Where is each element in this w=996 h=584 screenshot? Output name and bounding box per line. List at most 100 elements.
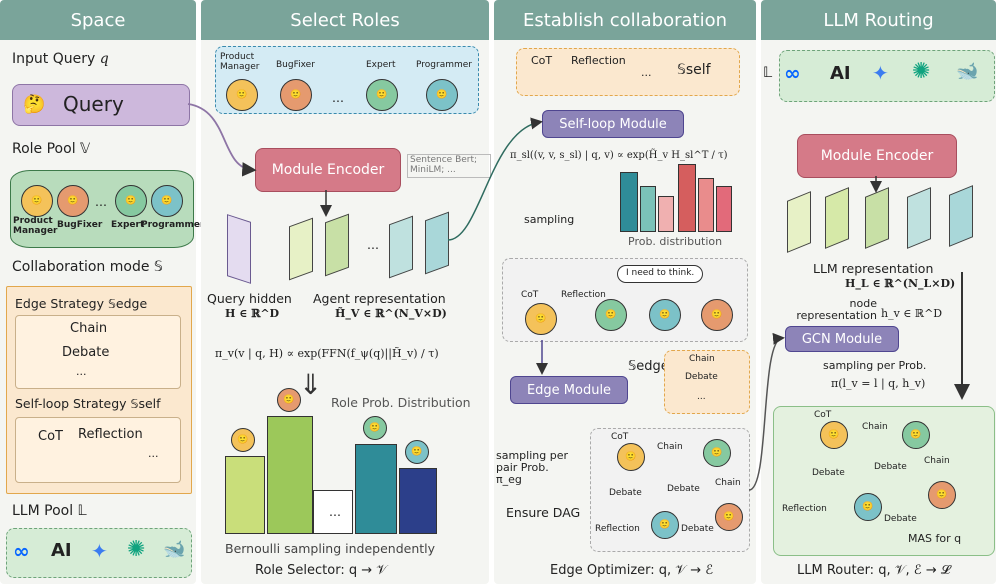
- role-pool-dots: ...: [95, 194, 107, 209]
- loop-avatar-4: 🙂: [701, 299, 733, 331]
- llm-rep-block-5: [949, 185, 973, 247]
- down-arrow-icon: ⇓: [299, 368, 323, 401]
- sel-role-bugfixer-avatar: 🙂: [280, 79, 312, 111]
- space-header: Space: [0, 0, 196, 40]
- dag-cot: CoT: [611, 432, 629, 442]
- bar-5: [399, 468, 437, 534]
- mas-chain-2: Chain: [924, 456, 950, 466]
- sel-role-pm-label: Product Manager: [220, 52, 260, 72]
- self-strategy-text: Self-loop Strategy: [15, 396, 127, 411]
- agent-rep-eq: H̃_V ∈ ℝ^(N_V×D): [335, 307, 447, 320]
- loop-reflection: Reflection: [561, 290, 606, 300]
- role-pool-text: Role Pool: [12, 141, 76, 157]
- thinking-emoji-icon: 🤔: [23, 94, 46, 115]
- mas-avatar-2: 🙂: [902, 421, 930, 449]
- self-strategy-symbol: 𝕊self: [130, 396, 161, 411]
- bernoulli-label: Bernoulli sampling independently: [225, 541, 436, 556]
- sl-bar-4: [678, 164, 696, 232]
- edge-module: Edge Module: [510, 376, 628, 404]
- collab-self-cot: CoT: [531, 54, 553, 67]
- dag-debate-1: Debate: [609, 488, 642, 498]
- self-strategy-label: Self-loop Strategy 𝕊self: [15, 397, 161, 411]
- edge-strategy-text: Edge Strategy: [15, 296, 104, 311]
- self-item-dots: ...: [148, 447, 159, 460]
- routing-header: LLM Routing: [761, 0, 996, 40]
- role-formula: π_v(v | q, H) ∝ exp(FFN(f_ψ(q)||H̃_v) / …: [215, 347, 439, 360]
- role-selector-label: Role Selector: q → 𝒱: [255, 563, 388, 578]
- gemini-logo-icon: ✦: [91, 539, 108, 563]
- sel-role-programmer-label: Programmer: [416, 60, 472, 70]
- llm-rep-block-2: [825, 187, 849, 249]
- sel-role-expert-label: Expert: [366, 60, 396, 70]
- edge-symbol: 𝕊edge: [628, 359, 669, 374]
- sl-bar-6: [716, 186, 732, 232]
- meta-logo-icon: ∞: [13, 539, 30, 563]
- routing-openai-icon: ✺: [912, 59, 931, 84]
- dag-avatar-4: 🙂: [715, 503, 743, 531]
- llm-pool-text: LLM Pool: [12, 503, 74, 519]
- loop-cot: CoT: [521, 290, 539, 300]
- node-rep-eq: h_v ∈ ℝ^D: [881, 307, 943, 320]
- sl-bar-5: [698, 178, 714, 232]
- gcn-module: GCN Module: [785, 326, 899, 352]
- edge-item-dots: ...: [76, 365, 87, 378]
- self-strategy-inner: CoT Reflection ...: [15, 417, 181, 483]
- collab-mode-box: Edge Strategy 𝕊edge Chain Debate ... Sel…: [6, 286, 192, 494]
- collab-mode-symbol: 𝕊: [153, 259, 163, 275]
- dag-debate-2: Debate: [667, 484, 700, 494]
- self-strategy-box: CoT Reflection ... 𝕊self: [516, 48, 740, 96]
- routing-anthropic-icon: AI: [830, 63, 851, 84]
- routing-l-symbol: 𝕃: [763, 65, 773, 81]
- edge-strategy-symbol: 𝕊edge: [107, 296, 148, 311]
- loop-avatar-3: 🙂: [649, 299, 681, 331]
- sampling-pair-label: sampling per pair Prob. π_eg: [496, 449, 569, 487]
- routing-gemini-icon: ✦: [872, 61, 889, 85]
- llm-pool-label: LLM Pool 𝕃: [12, 503, 87, 519]
- agent-rep-block-1: [289, 217, 313, 281]
- role-pool-symbol: 𝕍: [80, 141, 91, 157]
- agent-rep-label: Agent representation: [313, 291, 446, 306]
- mas-chain-1: Chain: [862, 422, 888, 432]
- node-rep-label: node representation: [796, 297, 877, 323]
- bar-avatar-4: 🙂: [363, 416, 387, 440]
- think-bubble: I need to think.: [617, 265, 704, 283]
- self-loop-module: Self-loop Module: [542, 110, 684, 138]
- space-panel: Space Input Query q 🤔 Query Role Pool 𝕍 …: [0, 0, 204, 584]
- sl-bar-1: [620, 172, 638, 232]
- routing-panel: LLM Routing 𝕃 ∞ AI ✦ ✺ 🐋 Module Encoder …: [761, 0, 996, 584]
- collab-self-reflection: Reflection: [571, 54, 626, 67]
- mas-graph-box: CoT 🙂 Chain 🙂 Debate Chain Debate Reflec…: [773, 406, 995, 556]
- bar-avatar-5: 🙂: [405, 440, 429, 464]
- sel-role-pm-avatar: 🙂: [226, 79, 258, 111]
- edge-strategy-box: Chain Debate ...: [664, 350, 750, 414]
- mas-label: MAS for q: [908, 532, 962, 545]
- self-item-reflection: Reflection: [78, 427, 143, 442]
- llm-pool-symbol: 𝕃: [77, 503, 87, 519]
- query-hidden-eq: H ∈ ℝ^D: [225, 307, 280, 320]
- bar-1: [225, 456, 265, 534]
- role-label-programmer: Programmer: [141, 220, 205, 230]
- sel-role-dots: ...: [332, 90, 344, 105]
- role-avatar-product-manager: 🙂: [21, 185, 53, 217]
- deepseek-logo-icon: 🐋: [163, 539, 186, 560]
- input-query-text: Input Query: [12, 51, 96, 67]
- dag-avatar-2: 🙂: [703, 439, 731, 467]
- collab-header: Establish collaboration: [494, 0, 756, 40]
- query-hidden-label: Query hidden: [207, 291, 292, 306]
- collab-edge-chain: Chain: [689, 354, 715, 364]
- llm-pool-box: ∞ AI ✦ ✺ 🐋: [6, 528, 192, 578]
- self-loop-formula: π_sl((v, v, s_sl) | q, v) ∝ exp(H̃_v H_s…: [510, 150, 728, 161]
- agent-rep-block-3: [389, 215, 413, 279]
- collab-panel: Establish collaboration CoT Reflection .…: [494, 0, 756, 584]
- mas-debate-3: Debate: [884, 514, 917, 524]
- mas-avatar-1: 🙂: [820, 421, 848, 449]
- bar-4: [355, 444, 397, 534]
- collab-self-symbol: 𝕊self: [677, 62, 711, 78]
- edge-item-chain: Chain: [70, 321, 108, 336]
- dag-graph-box: CoT 🙂 Chain 🙂 Debate Debate Chain Reflec…: [590, 428, 750, 552]
- bar-3: [313, 490, 353, 534]
- routing-llm-box: ∞ AI ✦ ✺ 🐋: [779, 50, 995, 102]
- llm-rep-eq: H_L ∈ ℝ^(N_L×D): [845, 277, 956, 290]
- mas-avatar-3: 🙂: [854, 493, 882, 521]
- sampling-prob-label: sampling per Prob.: [823, 359, 927, 372]
